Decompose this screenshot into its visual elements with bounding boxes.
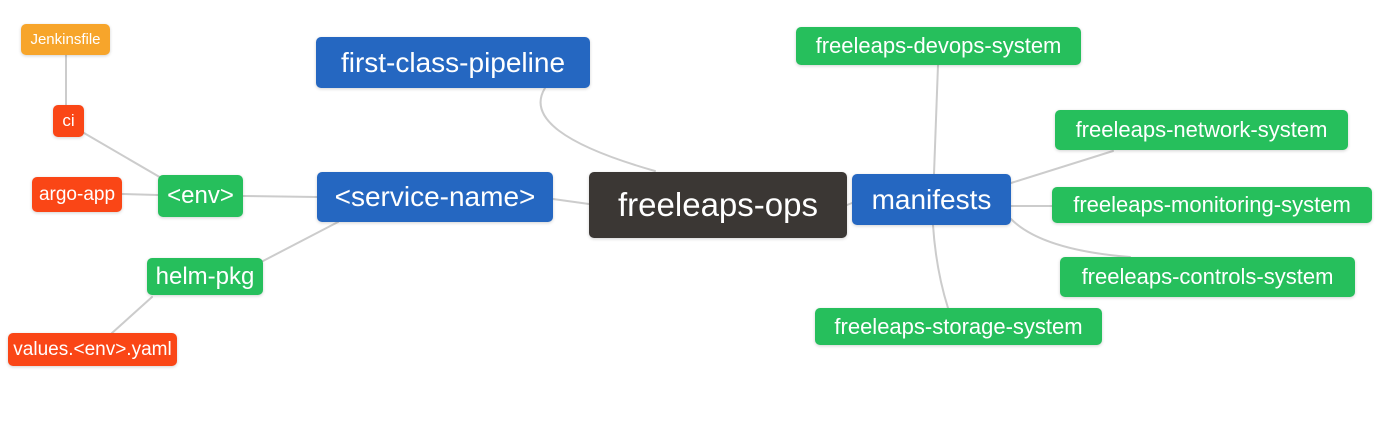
node-argo-app[interactable]: argo-app [32,177,122,212]
edge-service-name-ops [552,198,590,205]
edge-env-service-name [242,195,318,198]
node-helm-pkg[interactable]: helm-pkg [147,258,263,295]
edge-helm-pkg-service-name [262,221,339,262]
node-jenkinsfile[interactable]: Jenkinsfile [21,24,110,55]
edge-manifests-network [1010,150,1114,184]
edge-manifests-storage [932,224,949,309]
node-first-class-pipeline[interactable]: first-class-pipeline [316,37,590,88]
node-service-name[interactable]: <service-name> [317,172,553,222]
node-controls-system[interactable]: freeleaps-controls-system [1060,257,1355,297]
edge-manifests-controls [1010,218,1131,258]
node-values-env-yaml[interactable]: values.<env>.yaml [8,333,177,366]
edge-argo-app-env [121,193,159,196]
node-storage-system[interactable]: freeleaps-storage-system [815,308,1102,345]
node-devops-system[interactable]: freeleaps-devops-system [796,27,1081,65]
edge-manifests-devops [933,64,939,175]
edge-ops-manifests [846,202,853,206]
node-monitoring-system[interactable]: freeleaps-monitoring-system [1052,187,1372,223]
edge-values-helm-pkg [111,296,153,334]
node-env[interactable]: <env> [158,175,243,217]
edge-pipeline-ops [539,87,656,172]
node-freeleaps-ops[interactable]: freeleaps-ops [589,172,847,238]
node-network-system[interactable]: freeleaps-network-system [1055,110,1348,150]
node-ci[interactable]: ci [53,105,84,137]
edge-ci-env [83,132,164,180]
node-manifests[interactable]: manifests [852,174,1011,225]
